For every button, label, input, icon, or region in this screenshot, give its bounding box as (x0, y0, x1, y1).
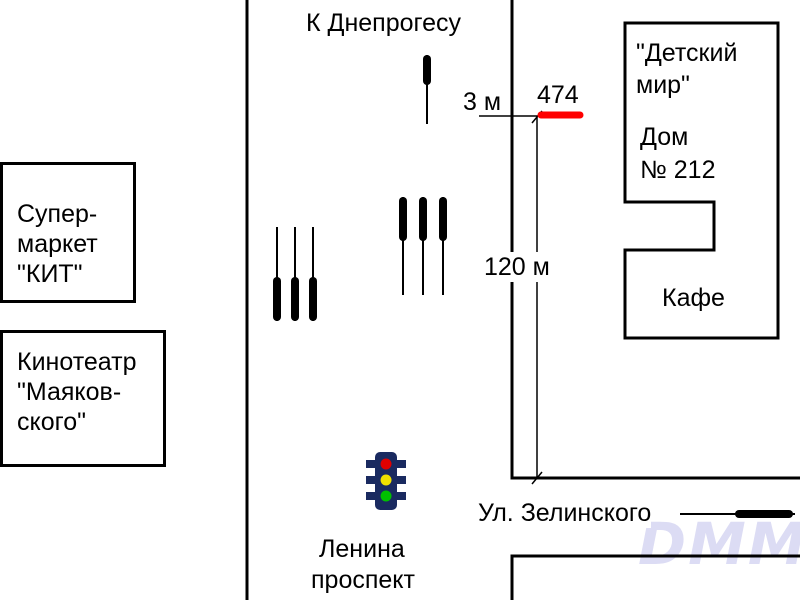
building-cinema: Кинотеатр "Маяков- ского" (0, 330, 166, 467)
dimension-tick-bottom (531, 471, 543, 485)
lane-arrows-north (399, 197, 447, 295)
avenue-east-edge (510, 0, 800, 480)
street-label-lenin-line2: проспект (311, 566, 415, 594)
cinema-label-line1: Кинотеатр (17, 348, 137, 376)
direction-arrow-east-head (735, 510, 793, 518)
store-label-line2: мир" (636, 71, 690, 99)
watermark-logo: DMM (638, 510, 800, 578)
street-label-zelinsky: Ул. Зелинского (478, 498, 652, 528)
route-number-label: 474 (537, 81, 579, 109)
lane-arrows-south (273, 227, 317, 321)
cinema-label-line3: ского" (17, 408, 86, 436)
house-label-line2: № 212 (640, 156, 716, 184)
street-label-to-dniprohes: К Днепрогесу (306, 9, 461, 37)
zelinsky-south-edge (510, 554, 800, 600)
distance-label: 120 м (484, 252, 550, 282)
supermarket-label-line2: маркет (17, 230, 98, 258)
building-detsky-mir-outline (623, 21, 780, 340)
stop-offset-label: 3 м (463, 88, 502, 116)
supermarket-label-line1: Супер- (17, 200, 98, 228)
store-label-line1: "Детский (636, 39, 738, 67)
building-supermarket: Супер- маркет "КИТ" (0, 162, 136, 303)
supermarket-label-line3: "КИТ" (17, 260, 83, 288)
direction-arrow-north-head (423, 55, 431, 85)
cinema-label-line2: "Маяков- (17, 378, 122, 406)
traffic-light-icon (366, 452, 406, 510)
street-label-lenin-line1: Ленина (319, 535, 405, 563)
house-label-line1: Дом (640, 123, 689, 151)
cafe-label: Кафе (662, 284, 725, 312)
